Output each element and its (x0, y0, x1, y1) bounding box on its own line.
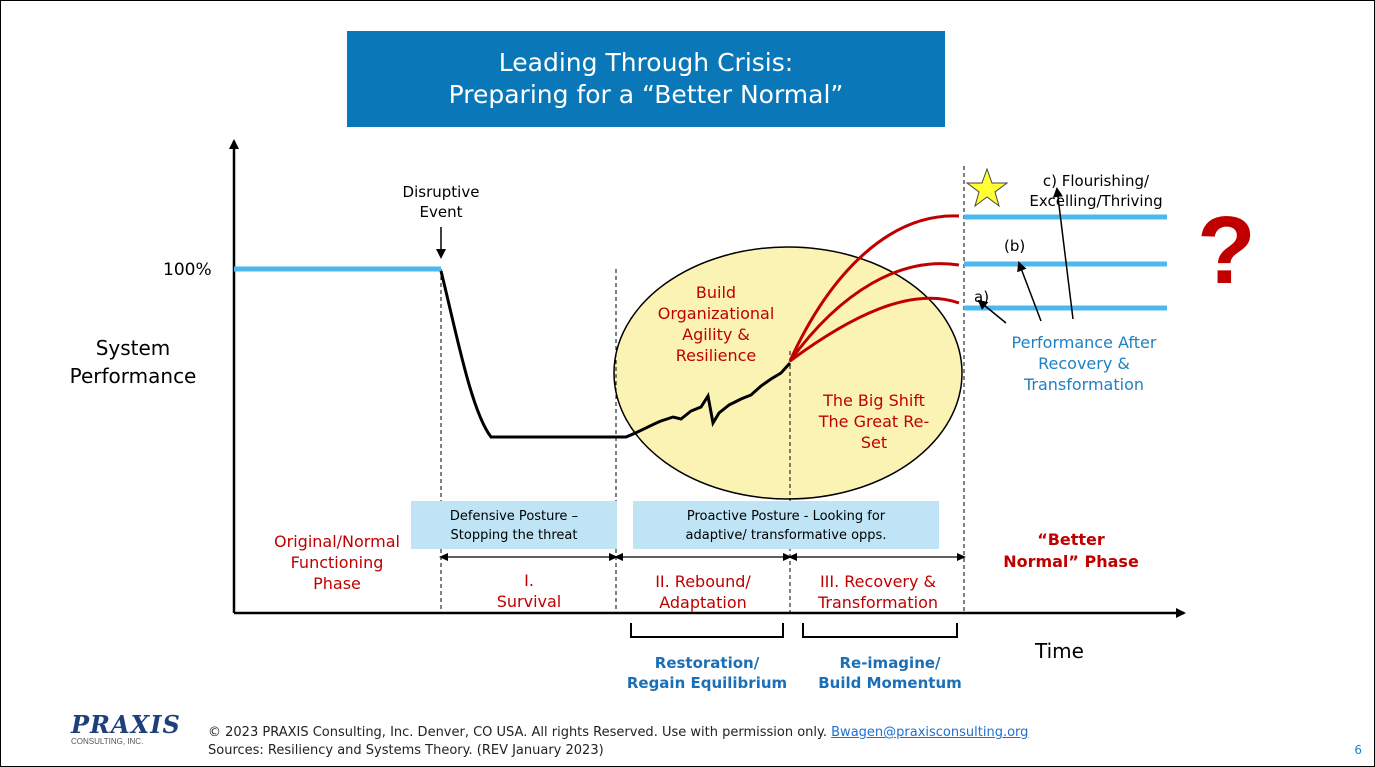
title-banner: Leading Through Crisis: Preparing for a … (347, 31, 945, 127)
bracket-reimagine-label: Re-imagine/ Build Momentum (805, 653, 975, 693)
bracket-restoration-line-2: Regain Equilibrium (626, 674, 788, 692)
big-shift-line-3: Set (860, 433, 888, 452)
logo-subtitle: CONSULTING, INC. (71, 737, 144, 746)
proactive-posture-line-1: Proactive Posture - Looking for (686, 509, 886, 524)
y-tick-100: 100% (163, 260, 212, 280)
phase-rebound-line-2: Adaptation (659, 593, 747, 612)
phase-survival-line-2: Survival (496, 592, 562, 611)
performance-after-line-3: Transformation (1023, 375, 1145, 394)
phase-original-line-1: Original/Normal (274, 532, 400, 551)
phase-original-line-2: Functioning (290, 553, 384, 572)
proactive-posture-box: Proactive Posture - Looking for adaptive… (633, 501, 939, 549)
big-shift-line-2: The Great Re- (818, 412, 930, 431)
y-axis-label-line-2: Performance (69, 364, 197, 388)
performance-after-line-1: Performance After (1011, 333, 1157, 352)
bracket-reimagine-line-2: Build Momentum (818, 674, 962, 692)
bracket-restoration (630, 623, 784, 638)
outcome-c-line-2: Excelling/Thriving (1029, 192, 1163, 210)
footer: © 2023 PRAXIS Consulting, Inc. Denver, C… (208, 724, 1028, 760)
defensive-posture-box: Defensive Posture – Stopping the threat (411, 501, 617, 549)
outcome-b-label: (b) (1004, 237, 1026, 255)
phase-recovery-line-2: Transformation (817, 593, 939, 612)
title-line-1: Leading Through Crisis: (498, 48, 794, 77)
disruptive-event-label: Disruptive Event (384, 182, 498, 222)
phase-survival: I. Survival (446, 570, 612, 612)
defensive-posture-line-1: Defensive Posture – (449, 509, 579, 524)
performance-after-label: Performance After Recovery & Transformat… (1001, 332, 1167, 395)
outcome-c-line-1: c) Flourishing/ (1042, 172, 1150, 190)
phase-better-normal-line-2: Normal” Phase (1003, 552, 1139, 571)
outcome-a-label: a) (974, 288, 990, 306)
bracket-reimagine (802, 623, 958, 638)
y-axis-label-line-1: System (95, 336, 171, 360)
star-icon (965, 167, 1009, 208)
recovery-curve-b (788, 262, 960, 362)
bracket-restoration-line-1: Restoration/ (654, 654, 760, 672)
phase-rebound: II. Rebound/ Adaptation (619, 571, 787, 613)
ellipse-text: Build Organizational Agility & Resilienc… (641, 282, 791, 366)
question-mark: ? (1197, 197, 1256, 304)
bracket-restoration-label: Restoration/ Regain Equilibrium (607, 653, 807, 693)
ellipse-text-line-4: Resilience (675, 346, 757, 365)
arrow-to-b (1017, 261, 1042, 322)
footer-email-link[interactable]: Bwagen@praxisconsulting.org (831, 725, 1029, 740)
defensive-posture-line-2: Stopping the threat (450, 528, 578, 543)
disruptive-event-line-1: Disruptive (402, 183, 480, 201)
phase-better-normal: “Better Normal” Phase (986, 529, 1156, 573)
phase-better-normal-line-1: “Better (1037, 530, 1105, 549)
page-number: 6 (1354, 743, 1362, 757)
footer-copyright: © 2023 PRAXIS Consulting, Inc. Denver, C… (208, 725, 827, 740)
footer-line-1: © 2023 PRAXIS Consulting, Inc. Denver, C… (208, 724, 1028, 742)
big-shift-text: The Big Shift The Great Re- Set (794, 390, 954, 453)
phase-recovery-line-1: III. Recovery & (819, 572, 937, 591)
performance-curve (439, 270, 792, 439)
x-axis-label: Time (1035, 639, 1084, 663)
footer-line-2: Sources: Resiliency and Systems Theory. … (208, 743, 604, 758)
logo-word: PRAXIS (71, 710, 181, 739)
ellipse-text-line-2: Organizational (657, 304, 775, 323)
phase-original: Original/Normal Functioning Phase (241, 531, 433, 594)
recovery-curve-c (788, 214, 960, 362)
ellipse-text-line-1: Build (695, 283, 737, 302)
disruptive-event-line-2: Event (419, 203, 463, 221)
outcome-c-label: c) Flourishing/ Excelling/Thriving (1011, 171, 1181, 211)
phase-original-line-3: Phase (313, 574, 361, 593)
big-shift-line-1: The Big Shift (823, 391, 925, 410)
arrow-to-c (1053, 187, 1074, 320)
bracket-reimagine-line-1: Re-imagine/ (839, 654, 941, 672)
phase-rebound-line-1: II. Rebound/ (655, 572, 751, 591)
recovery-curve-a (789, 296, 960, 363)
proactive-posture-line-2: adaptive/ transformative opps. (685, 528, 887, 543)
y-axis-label: System Performance (57, 334, 209, 390)
phase-recovery: III. Recovery & Transformation (793, 571, 963, 613)
praxis-logo: PRAXIS CONSULTING, INC. (71, 713, 201, 747)
arrow-to-a (977, 299, 1007, 324)
title-line-2: Preparing for a “Better Normal” (448, 80, 844, 109)
phase-survival-line-1: I. (524, 571, 534, 590)
ellipse-text-line-3: Agility & (682, 325, 750, 344)
performance-after-line-2: Recovery & (1038, 354, 1130, 373)
